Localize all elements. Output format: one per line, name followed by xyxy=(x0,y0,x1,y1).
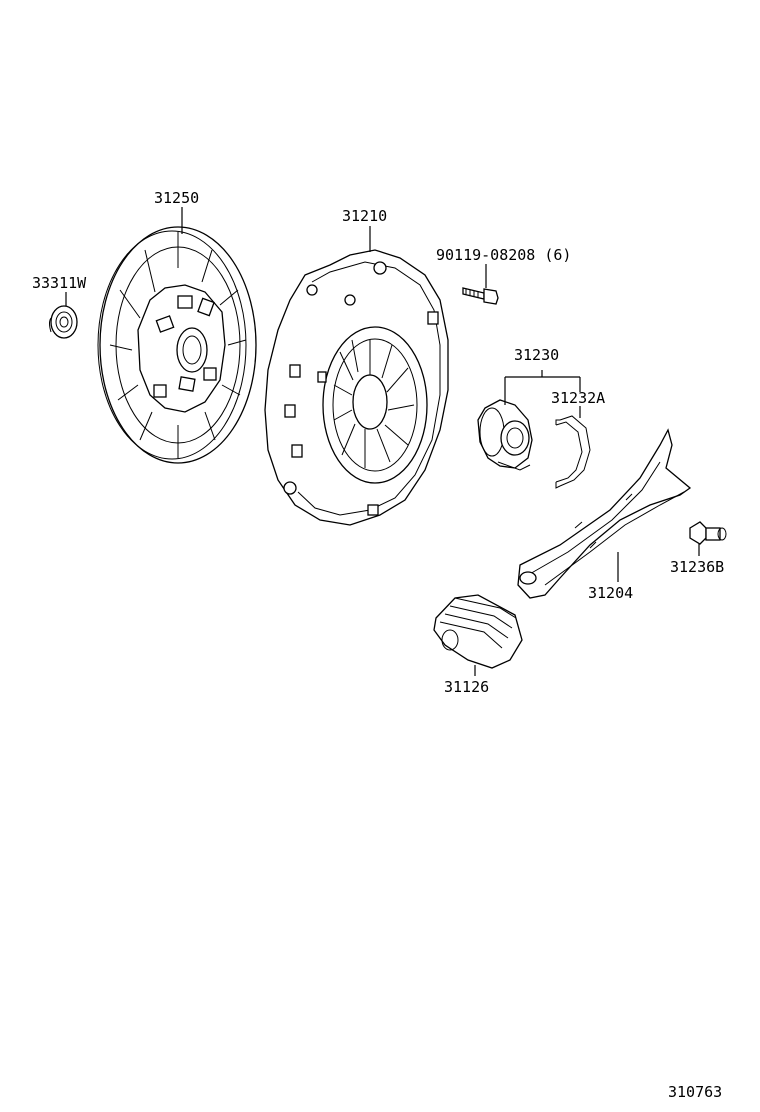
bearing-clip[interactable] xyxy=(555,415,591,489)
label-clutch-disc: 31250 xyxy=(154,189,199,207)
diagram-id: 310763 xyxy=(668,1083,722,1101)
label-fork-boot: 31126 xyxy=(444,678,489,696)
label-bearing-clip: 31232A xyxy=(551,389,605,407)
label-release-bearing: 31230 xyxy=(514,346,559,364)
clutch-cover[interactable] xyxy=(264,249,449,526)
clutch-disc[interactable] xyxy=(97,226,257,464)
pilot-bearing[interactable] xyxy=(49,305,78,339)
label-pilot-bearing: 33311W xyxy=(32,274,87,292)
fork-boot[interactable] xyxy=(433,594,523,669)
label-release-fork: 31204 xyxy=(588,584,633,602)
label-cover-bolt: 90119-08208 (6) xyxy=(436,246,571,264)
label-fork-pivot-bolt: 31236B xyxy=(670,558,724,576)
cover-bolt[interactable] xyxy=(462,287,499,305)
release-fork[interactable] xyxy=(517,428,692,599)
label-clutch-cover: 31210 xyxy=(342,207,387,225)
fork-pivot-bolt[interactable] xyxy=(689,521,727,545)
release-bearing[interactable] xyxy=(477,399,533,471)
